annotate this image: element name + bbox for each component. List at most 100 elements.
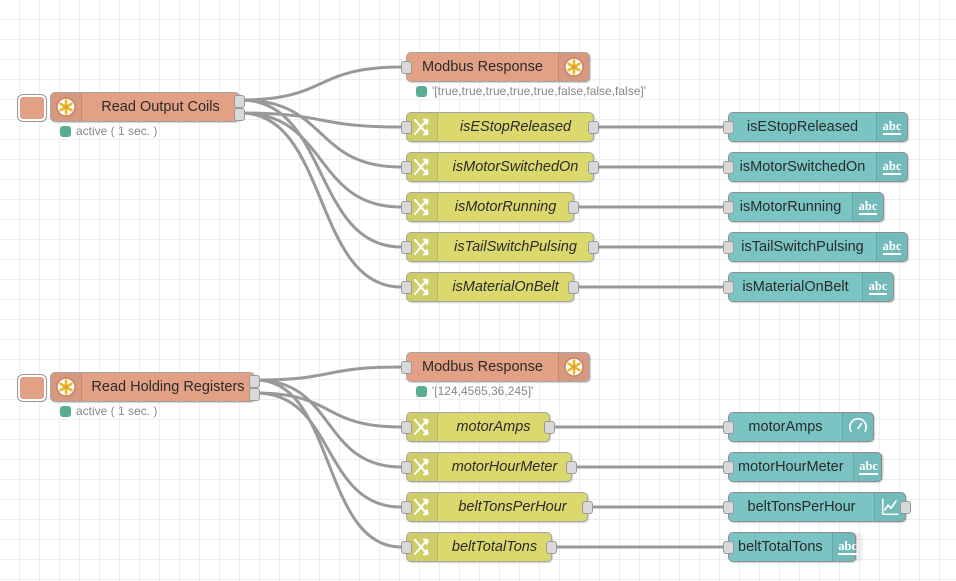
node-input-port[interactable] [401, 201, 412, 214]
node-input-port[interactable] [401, 281, 412, 294]
node-input-port[interactable] [401, 161, 412, 174]
dashboard-node-beltTonsPerHour[interactable]: beltTonsPerHour [723, 492, 911, 522]
change-node-motorAmps[interactable]: motorAmps [401, 412, 555, 442]
inject-trigger-button[interactable] [18, 95, 46, 121]
change-node-beltTonsPerHour[interactable]: beltTonsPerHour [401, 492, 593, 522]
change-node-motorHourMeter[interactable]: motorHourMeter [401, 452, 577, 482]
node-output-port[interactable] [546, 541, 557, 554]
response-status-registers: '[124,4565,36,245]' [416, 385, 533, 397]
status-text: '[true,true,true,true,true,false,false,f… [432, 84, 647, 98]
change-swap-icon [407, 233, 438, 261]
node-input-port[interactable] [723, 421, 734, 434]
change-node-isMotorSwitchedOn[interactable]: isMotorSwitchedOn [401, 152, 599, 182]
dashboard-node-motorAmps[interactable]: motorAmps [723, 412, 874, 442]
node-label: motorHourMeter [451, 459, 558, 475]
flow-wire [239, 111, 403, 289]
node-label: beltTotalTons [738, 539, 823, 555]
node-label: Modbus Response [422, 359, 543, 375]
status-dot-icon [416, 85, 427, 97]
gauge-icon [842, 413, 873, 441]
node-label: isMotorSwitchedOn [739, 159, 866, 175]
change-swap-icon [407, 533, 438, 561]
node-label: motorHourMeter [738, 459, 844, 475]
node-output-port[interactable] [234, 108, 245, 121]
source-node-registers[interactable]: Read Holding Registers [18, 372, 260, 402]
change-swap-icon [407, 273, 438, 301]
modbus-asterisk-icon [51, 373, 82, 401]
change-node-isEStopReleased[interactable]: isEStopReleased [401, 112, 599, 142]
node-label: isEStopReleased [459, 119, 572, 135]
node-output-port[interactable] [249, 388, 260, 401]
modbus-asterisk-icon [558, 53, 589, 81]
node-input-port[interactable] [401, 541, 412, 554]
change-swap-icon [407, 193, 438, 221]
flow-wire [239, 111, 403, 129]
node-label: Read Holding Registers [91, 379, 245, 395]
node-input-port[interactable] [723, 541, 734, 554]
source-status-registers: active ( 1 sec. ) [60, 405, 157, 417]
abc-text-icon: abc [876, 153, 907, 181]
node-output-port[interactable] [582, 501, 593, 514]
change-node-isMotorRunning[interactable]: isMotorRunning [401, 192, 579, 222]
dashboard-node-isMotorSwitchedOn[interactable]: isMotorSwitchedOn abc [723, 152, 908, 182]
chart-icon [874, 493, 905, 521]
node-output-port[interactable] [588, 161, 599, 174]
response-node-registers[interactable]: Modbus Response [401, 352, 590, 382]
node-input-port[interactable] [723, 161, 734, 174]
node-input-port[interactable] [401, 361, 412, 374]
status-dot-icon [60, 125, 71, 137]
node-label: Modbus Response [422, 59, 543, 75]
source-node-coils[interactable]: Read Output Coils [18, 92, 245, 122]
dashboard-node-motorHourMeter[interactable]: motorHourMeter abc [723, 452, 884, 482]
node-label: motorAmps [456, 419, 531, 435]
node-output-port[interactable] [566, 461, 577, 474]
node-input-port[interactable] [723, 201, 734, 214]
response-node-coils[interactable]: Modbus Response [401, 52, 590, 82]
node-label: isTailSwitchPulsing [741, 239, 864, 255]
node-input-port[interactable] [723, 501, 734, 514]
node-input-port[interactable] [401, 461, 412, 474]
abc-text-icon: abc [852, 453, 884, 481]
node-input-port[interactable] [723, 281, 734, 294]
node-input-port[interactable] [723, 461, 734, 474]
node-output-port[interactable] [588, 121, 599, 134]
node-input-port[interactable] [401, 121, 412, 134]
node-output-port[interactable] [588, 241, 599, 254]
change-swap-icon [407, 493, 438, 521]
abc-text-icon: abc [862, 273, 893, 301]
node-output-port[interactable] [568, 201, 579, 214]
modbus-asterisk-icon [51, 93, 82, 121]
change-node-isMaterialOnBelt[interactable]: isMaterialOnBelt [401, 272, 579, 302]
change-node-isTailSwitchPulsing[interactable]: isTailSwitchPulsing [401, 232, 599, 262]
node-output-port[interactable] [234, 95, 245, 108]
node-input-port[interactable] [401, 61, 412, 74]
node-label: beltTotalTons [451, 539, 538, 555]
node-output-port[interactable] [900, 501, 911, 514]
node-input-port[interactable] [401, 241, 412, 254]
node-input-port[interactable] [401, 421, 412, 434]
node-input-port[interactable] [401, 501, 412, 514]
status-dot-icon [416, 385, 427, 397]
node-output-port[interactable] [544, 421, 555, 434]
node-label: motorAmps [748, 419, 823, 435]
node-input-port[interactable] [723, 241, 734, 254]
node-output-port[interactable] [568, 281, 579, 294]
change-swap-icon [407, 413, 438, 441]
node-label: beltTonsPerHour [747, 499, 856, 515]
inject-trigger-button[interactable] [18, 375, 46, 401]
abc-text-icon: abc [876, 233, 907, 261]
status-text: active ( 1 sec. ) [76, 404, 158, 418]
status-dot-icon [60, 405, 71, 417]
flow-wire [254, 378, 403, 469]
node-label: Read Output Coils [101, 99, 220, 115]
change-swap-icon [407, 153, 438, 181]
change-node-beltTotalTons[interactable]: beltTotalTons [401, 532, 557, 562]
dashboard-node-isTailSwitchPulsing[interactable]: isTailSwitchPulsing abc [723, 232, 908, 262]
node-output-port[interactable] [249, 375, 260, 388]
node-input-port[interactable] [723, 121, 734, 134]
